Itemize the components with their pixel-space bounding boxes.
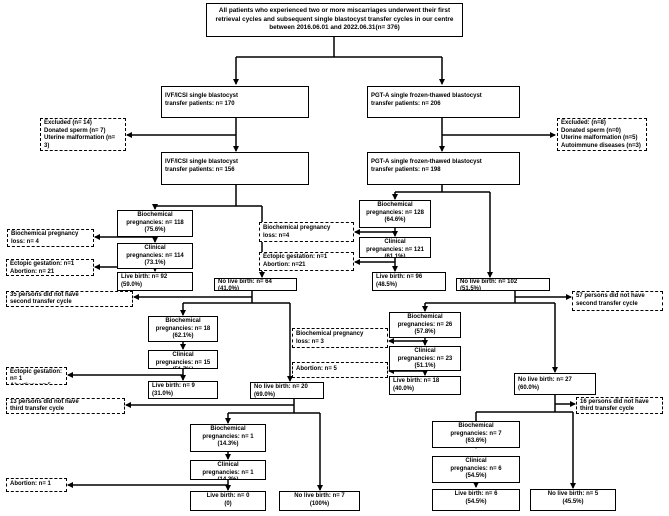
pgta-c1-clinical-box: Clinical pregnancies: n= 121 (61.1%) <box>359 237 431 258</box>
ivf-c1-no-live-birth-box: No live birth: n= 64 (41.0%) <box>214 278 297 291</box>
ivf-c2-no-live-birth-box: No live birth: n= 20 (69.0%) <box>250 382 324 399</box>
pgta-c2-biochemical-loss-box: Biochemical pregnancy loss: n= 3 <box>292 328 388 348</box>
ivf-c1-clinical-box: Clinical pregnancies: n= 114 (73.1%) <box>117 243 193 269</box>
ivf-no-third-cycle-box: 13 persons did not have third transfer c… <box>6 398 125 414</box>
pgta-c3-clinical-box: Clinical pregnancies: n= 6 (54.5%) <box>432 456 520 483</box>
pgta-c3-no-live-birth-box: No live birth: n= 5 (45.5%) <box>530 489 616 511</box>
pgta-c1-biochemical-box: Biochemical pregnancies: n= 128 (64.6%) <box>359 200 431 228</box>
ivf-c3-biochemical-box: Biochemical pregnancies: n= 1 (14.3%) <box>190 424 266 452</box>
ivf-c3-clinical-box: Clinical pregnancies: n= 1 (14.3%) <box>190 460 266 480</box>
ivf-transfer-box-1: IVF/ICSI single blastocyst transfer pati… <box>161 86 309 118</box>
ivf-c1-biochemical-loss-box: Biochemical pregnancy loss: n= 4 <box>7 229 94 247</box>
pgta-c1-no-live-birth-box: No live birth: n= 102 (51.5%) <box>456 278 550 291</box>
pgta-c2-abortion-box: Abortion: n= 5 <box>292 362 388 378</box>
ivf-c2-ectopic-abortion-box: Ectopic gestation: n= 1 Abortion: n= 5 <box>6 367 67 385</box>
ivf-no-second-cycle-box: 35 persons did not have second transfer … <box>6 291 133 307</box>
ivf-c3-no-live-birth-box: No live birth: n= 7 (100%) <box>279 491 360 511</box>
ivf-c3-live-birth-box: Live birth: n= 0 (0) <box>190 491 266 511</box>
pgta-c1-live-birth-box: Live birth: n= 96 (48.5%) <box>372 272 446 291</box>
ivf-excluded-box: Excluded (n= 14) Donated sperm (n= 7) Ut… <box>40 118 126 151</box>
pgta-c3-live-birth-box: Live birth: n= 6 (54.5%) <box>432 489 520 511</box>
pgta-c1-ectopic-abortion-box: Ectopic gestation: n=1 Abortion: n=21 <box>259 252 354 271</box>
ivf-c1-ectopic-abortion-box: Ectopic gestation: n=1 Abortion: n= 21 <box>6 259 94 276</box>
pgta-transfer-box-1: PGT-A single frozen-thawed blastocyst tr… <box>367 86 520 118</box>
pgta-c2-clinical-box: Clinical pregnancies: n= 23 (51.1%) <box>389 346 461 371</box>
ivf-transfer-box-2: IVF/ICSI single blastocyst transfer pati… <box>161 152 309 185</box>
pgta-c2-biochemical-box: Biochemical pregnancies: n= 26 (57.8%) <box>389 312 461 338</box>
pgta-no-second-cycle-box: 57 persons did not have second transfer … <box>572 291 663 311</box>
ivf-c2-live-birth-box: Live birth: n= 9 (31.0%) <box>148 381 218 399</box>
pgta-excluded-box: Excluded: (n=8) Donated sperm (n=0) Uter… <box>557 118 647 151</box>
all-patients-box: All patients who experienced two or more… <box>206 3 463 37</box>
pgta-c2-no-live-birth-box: No live birth: n= 27 (60.0%) <box>514 373 596 395</box>
ivf-c1-live-birth-box: Live birth: n= 92 (59.0%) <box>117 272 193 291</box>
pgta-c3-biochemical-box: Biochemical pregnancies: n= 7 (63.6%) <box>432 421 520 448</box>
ivf-c2-clinical-box: Clinical pregnancies: n= 15 (51.7%) <box>148 350 218 369</box>
pgta-c1-biochemical-loss-box: Biochemical pregnancy loss: n=4 <box>259 222 354 242</box>
pgta-c2-live-birth-box: Live birth: n= 18 (40.0%) <box>389 376 461 395</box>
ivf-c3-abortion-box: Abortion: n= 1 <box>6 478 67 492</box>
pgta-no-third-cycle-box: 16 persons did not have third transfer c… <box>576 397 663 414</box>
pgta-transfer-box-2: PGT-A single frozen-thawed blastocyst tr… <box>367 152 520 185</box>
ivf-c1-biochemical-box: Biochemical pregnancies: n= 118 (75.6%) <box>117 210 193 237</box>
ivf-c2-biochemical-box: Biochemical pregnancies: n= 18 (62.1%) <box>148 316 218 342</box>
